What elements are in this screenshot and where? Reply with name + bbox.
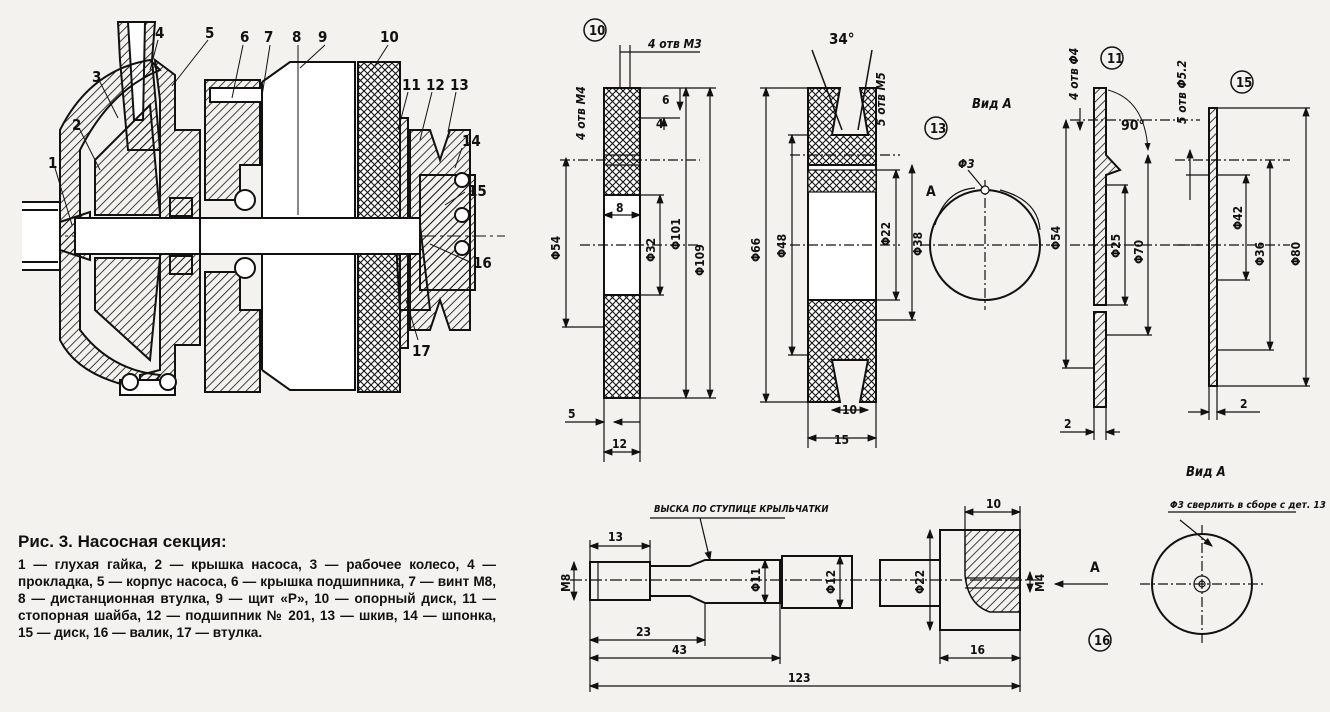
part-10-labels: 10 4 отв М3 4 отв М4 Φ54 Φ32 Φ101 Φ109 6… bbox=[549, 24, 707, 451]
part-11-note: 4 отв Φ4 bbox=[1067, 48, 1081, 100]
caption-text: 1 — глухая гайка, 2 — крышка насоса, 3 —… bbox=[18, 557, 496, 640]
dim-8-p10: 8 bbox=[616, 201, 624, 215]
part-13-drawing bbox=[760, 49, 1050, 448]
part-13-id: 13 bbox=[930, 122, 946, 137]
callout-5: 5 bbox=[205, 24, 214, 42]
part-15-id: 15 bbox=[1236, 76, 1252, 91]
dim-d25-p11: Φ25 bbox=[1109, 234, 1123, 258]
callout-11: 11 bbox=[402, 76, 421, 94]
dim-d12-p16: Φ12 bbox=[824, 570, 838, 594]
dim-16-p16: 16 bbox=[970, 643, 985, 657]
callout-13: 13 bbox=[450, 76, 469, 94]
dim-23-p16: 23 bbox=[636, 625, 651, 639]
dim-d36-p15: Φ36 bbox=[1253, 242, 1267, 266]
part-11-id: 11 bbox=[1107, 52, 1123, 67]
assembly-callouts bbox=[54, 39, 471, 341]
part-13-note: 5 отв М5 bbox=[874, 72, 888, 126]
callout-8: 8 bbox=[292, 28, 301, 46]
part-10-note-m3: 4 отв М3 bbox=[648, 37, 702, 51]
dim-d54-p10: Φ54 bbox=[549, 235, 563, 260]
pump-assembly-section bbox=[22, 21, 505, 397]
dim-4-p10: 4 bbox=[656, 117, 664, 131]
part-10-id: 10 bbox=[589, 24, 605, 39]
callout-10: 10 bbox=[380, 28, 399, 46]
callout-2: 2 bbox=[72, 116, 81, 134]
callout-14: 14 bbox=[462, 132, 481, 150]
part-11-labels: 11 4 отв Φ4 90° Φ54 Φ25 Φ70 2 bbox=[1049, 48, 1146, 431]
dim-10-p16: 10 bbox=[986, 497, 1001, 511]
part-11-drawing bbox=[1060, 46, 1200, 440]
assembly-callout-labels: 1 2 3 4 5 6 7 8 9 10 11 12 13 14 15 16 1… bbox=[48, 24, 492, 360]
dim-m4-p16: М4 bbox=[1033, 573, 1047, 592]
part-16-arrow-label: А bbox=[1090, 560, 1100, 576]
part-11-angle: 90° bbox=[1121, 118, 1145, 134]
dim-d109-p10: Φ109 bbox=[693, 244, 707, 276]
dim-d101-p10: Φ101 bbox=[669, 218, 683, 250]
dim-10-p13: 10 bbox=[842, 403, 857, 417]
part-16-id: 16 bbox=[1094, 634, 1110, 649]
dim-6-p10: 6 bbox=[662, 93, 670, 107]
callout-3: 3 bbox=[92, 68, 101, 86]
callout-15: 15 bbox=[468, 182, 487, 200]
part-15-note: 5 отв Φ5.2 bbox=[1175, 60, 1189, 124]
callout-12: 12 bbox=[426, 76, 445, 94]
part-13-view-dim: Φ3 bbox=[958, 157, 975, 171]
dim-d70-p11: Φ70 bbox=[1132, 240, 1146, 264]
callout-7: 7 bbox=[264, 28, 273, 46]
part-16-labels: ВЫСКА ПО СТУПИЦЕ КРЫЛЬЧАТКИ М8 13 23 43 … bbox=[559, 465, 1326, 685]
dim-2-p15: 2 bbox=[1240, 397, 1248, 411]
dim-123-p16: 123 bbox=[788, 671, 811, 685]
callout-17: 17 bbox=[412, 342, 431, 360]
dim-d32-p10: Φ32 bbox=[644, 238, 658, 262]
part-16-note: ВЫСКА ПО СТУПИЦЕ КРЫЛЬЧАТКИ bbox=[654, 504, 829, 515]
part-15-labels: 15 5 отв Φ5.2 Φ42 Φ36 Φ80 2 bbox=[1175, 60, 1303, 411]
part-13-view: Вид А bbox=[972, 97, 1012, 112]
part-16-view-note: Φ3 сверлить в сборе с дет. 13 bbox=[1170, 499, 1326, 511]
dim-d22-p16: Φ22 bbox=[913, 570, 927, 594]
dim-d22-p13: Φ22 bbox=[879, 222, 893, 246]
dim-d48-p13: Φ48 bbox=[775, 234, 789, 258]
part-10-note-m4: 4 отв М4 bbox=[574, 86, 588, 140]
dim-12-p10: 12 bbox=[612, 437, 627, 451]
part-10-drawing bbox=[560, 18, 716, 462]
dim-d80-p15: Φ80 bbox=[1289, 242, 1303, 266]
dim-15-p13: 15 bbox=[834, 433, 849, 447]
dim-d42-p15: Φ42 bbox=[1231, 206, 1245, 230]
part-16-view: Вид А bbox=[1186, 465, 1226, 480]
dim-d38-p13: Φ38 bbox=[911, 232, 925, 256]
dim-5-p10: 5 bbox=[568, 407, 576, 421]
callout-4: 4 bbox=[155, 24, 164, 42]
callout-9: 9 bbox=[318, 28, 327, 46]
dim-d66-p13: Φ66 bbox=[749, 238, 763, 262]
dim-2-p11: 2 bbox=[1064, 417, 1072, 431]
part-15-drawing bbox=[1175, 70, 1310, 420]
dim-13-p16: 13 bbox=[608, 530, 623, 544]
callout-6: 6 bbox=[240, 28, 249, 46]
part-16-drawing bbox=[570, 506, 1296, 692]
dim-d54-p11: Φ54 bbox=[1049, 225, 1063, 250]
part-13-angle: 34° bbox=[829, 30, 855, 48]
callout-16: 16 bbox=[473, 254, 492, 272]
part-13-section-mark: А bbox=[926, 184, 936, 200]
callout-1: 1 bbox=[48, 154, 57, 172]
figure-caption: Рис. 3. Насосная секция: 1 — глухая гайк… bbox=[18, 532, 496, 641]
dim-d11-p16: Φ11 bbox=[749, 568, 763, 592]
dim-m8-p16: М8 bbox=[559, 574, 573, 592]
part-13-labels: 34° 5 отв М5 Φ66 Φ48 Φ22 Φ38 10 15 13 Ви… bbox=[749, 30, 1012, 447]
caption-title: Рис. 3. Насосная секция: bbox=[18, 532, 227, 551]
dim-43-p16: 43 bbox=[672, 643, 687, 657]
